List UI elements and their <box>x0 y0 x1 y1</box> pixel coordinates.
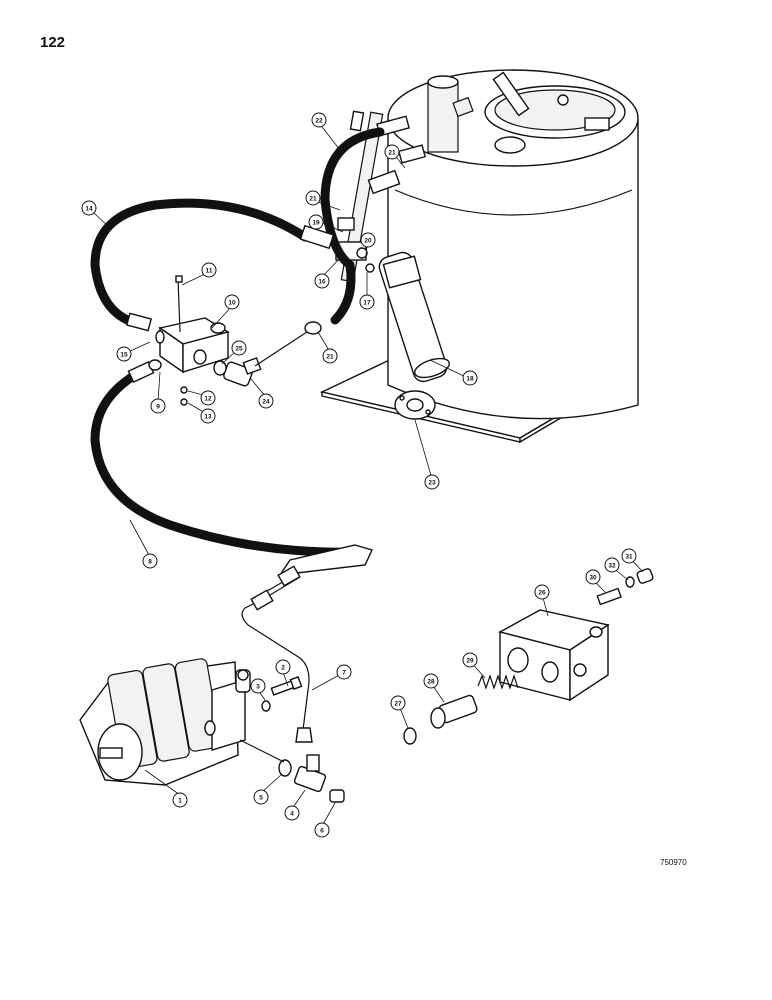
callout-3: 3 <box>250 678 266 694</box>
callout-25: 25 <box>231 340 247 356</box>
svg-text:17: 17 <box>363 300 371 307</box>
callout-24: 24 <box>258 393 274 409</box>
adjuster-30 <box>596 587 622 606</box>
svg-text:7: 7 <box>342 670 346 677</box>
spring-29 <box>477 674 519 690</box>
callout-7: 7 <box>336 664 352 680</box>
callout-14: 14 <box>81 200 97 216</box>
svg-text:8: 8 <box>148 559 152 566</box>
return-tube-assembly <box>320 110 427 325</box>
o-ring-32 <box>625 576 635 588</box>
svg-text:27: 27 <box>394 701 402 708</box>
o-ring-5 <box>278 759 292 777</box>
callout-15: 15 <box>116 346 132 362</box>
svg-text:23: 23 <box>428 480 436 487</box>
svg-text:10: 10 <box>228 300 236 307</box>
hose-14 <box>90 198 335 332</box>
svg-text:3: 3 <box>256 684 260 691</box>
tee-block-10 <box>148 275 230 406</box>
svg-text:20: 20 <box>364 238 372 245</box>
svg-text:5: 5 <box>259 795 263 802</box>
page-number: 122 <box>40 34 66 51</box>
callout-22: 22 <box>311 112 327 128</box>
svg-text:18: 18 <box>466 376 474 383</box>
tank-cover-clamp <box>484 71 626 154</box>
figure-code: 750970 <box>660 858 687 867</box>
valve-body-26 <box>498 609 610 702</box>
elbow-24 <box>213 321 322 387</box>
svg-text:13: 13 <box>204 414 212 421</box>
svg-text:30: 30 <box>589 575 597 582</box>
callout-29: 29 <box>462 652 478 668</box>
callout-23: 23 <box>424 474 440 490</box>
svg-text:14: 14 <box>85 206 93 213</box>
callout-11: 11 <box>201 262 217 278</box>
callout-21-middle: 21 <box>305 190 321 206</box>
callout-10: 10 <box>224 294 240 310</box>
svg-text:28: 28 <box>427 679 435 686</box>
svg-text:1: 1 <box>178 798 182 805</box>
callout-6: 6 <box>314 822 330 838</box>
svg-text:4: 4 <box>290 811 294 818</box>
callout-21-lower: 21 <box>322 348 338 364</box>
svg-text:2: 2 <box>281 665 285 672</box>
svg-text:31: 31 <box>625 554 633 561</box>
callout-12: 12 <box>200 390 216 406</box>
callout-2: 2 <box>275 659 291 675</box>
reservoir-tank <box>319 69 639 444</box>
plug-6 <box>329 789 345 803</box>
callout-19: 19 <box>308 214 324 230</box>
callout-30: 30 <box>585 569 601 585</box>
svg-text:32: 32 <box>608 563 616 570</box>
callout-8: 8 <box>142 553 158 569</box>
callouts: 1 2 3 4 5 6 7 8 9 10 11 12 13 14 15 16 1… <box>81 112 637 838</box>
svg-text:12: 12 <box>204 396 212 403</box>
bolt-2 <box>270 676 303 696</box>
svg-text:22: 22 <box>315 118 323 125</box>
callout-16: 16 <box>314 273 330 289</box>
tank-outlet-flange <box>394 390 436 420</box>
washer-3 <box>261 700 271 712</box>
filler-neck <box>427 75 474 153</box>
callout-21-upper: 21 <box>384 144 400 160</box>
svg-text:15: 15 <box>120 352 128 359</box>
svg-text:16: 16 <box>318 279 326 286</box>
callout-31: 31 <box>621 548 637 564</box>
callout-4: 4 <box>284 805 300 821</box>
hydraulic-pump <box>79 658 251 786</box>
svg-text:21: 21 <box>309 196 317 203</box>
svg-text:29: 29 <box>466 658 474 665</box>
cap-31 <box>636 568 654 584</box>
callout-26: 26 <box>534 584 550 600</box>
svg-text:21: 21 <box>388 150 396 157</box>
svg-text:19: 19 <box>312 220 320 227</box>
callout-1: 1 <box>172 792 188 808</box>
callout-28: 28 <box>423 673 439 689</box>
callout-20: 20 <box>360 232 376 248</box>
svg-text:25: 25 <box>235 346 243 353</box>
callout-13: 13 <box>200 408 216 424</box>
callout-18: 18 <box>462 370 478 386</box>
callout-9: 9 <box>150 398 166 414</box>
callout-17: 17 <box>359 294 375 310</box>
elbow-4 <box>239 739 327 793</box>
tube-7 <box>241 565 313 743</box>
svg-text:26: 26 <box>538 590 546 597</box>
callout-32: 32 <box>604 557 620 573</box>
hose-8 <box>90 360 373 576</box>
callout-27: 27 <box>390 695 406 711</box>
svg-text:11: 11 <box>206 268 213 275</box>
snap-ring-27 <box>403 727 417 745</box>
svg-text:6: 6 <box>320 828 324 835</box>
svg-text:9: 9 <box>156 404 160 411</box>
plunger-28 <box>430 694 478 729</box>
callout-5: 5 <box>253 789 269 805</box>
hose-8-end <box>278 544 373 576</box>
svg-text:21: 21 <box>326 354 334 361</box>
svg-text:24: 24 <box>262 399 270 406</box>
